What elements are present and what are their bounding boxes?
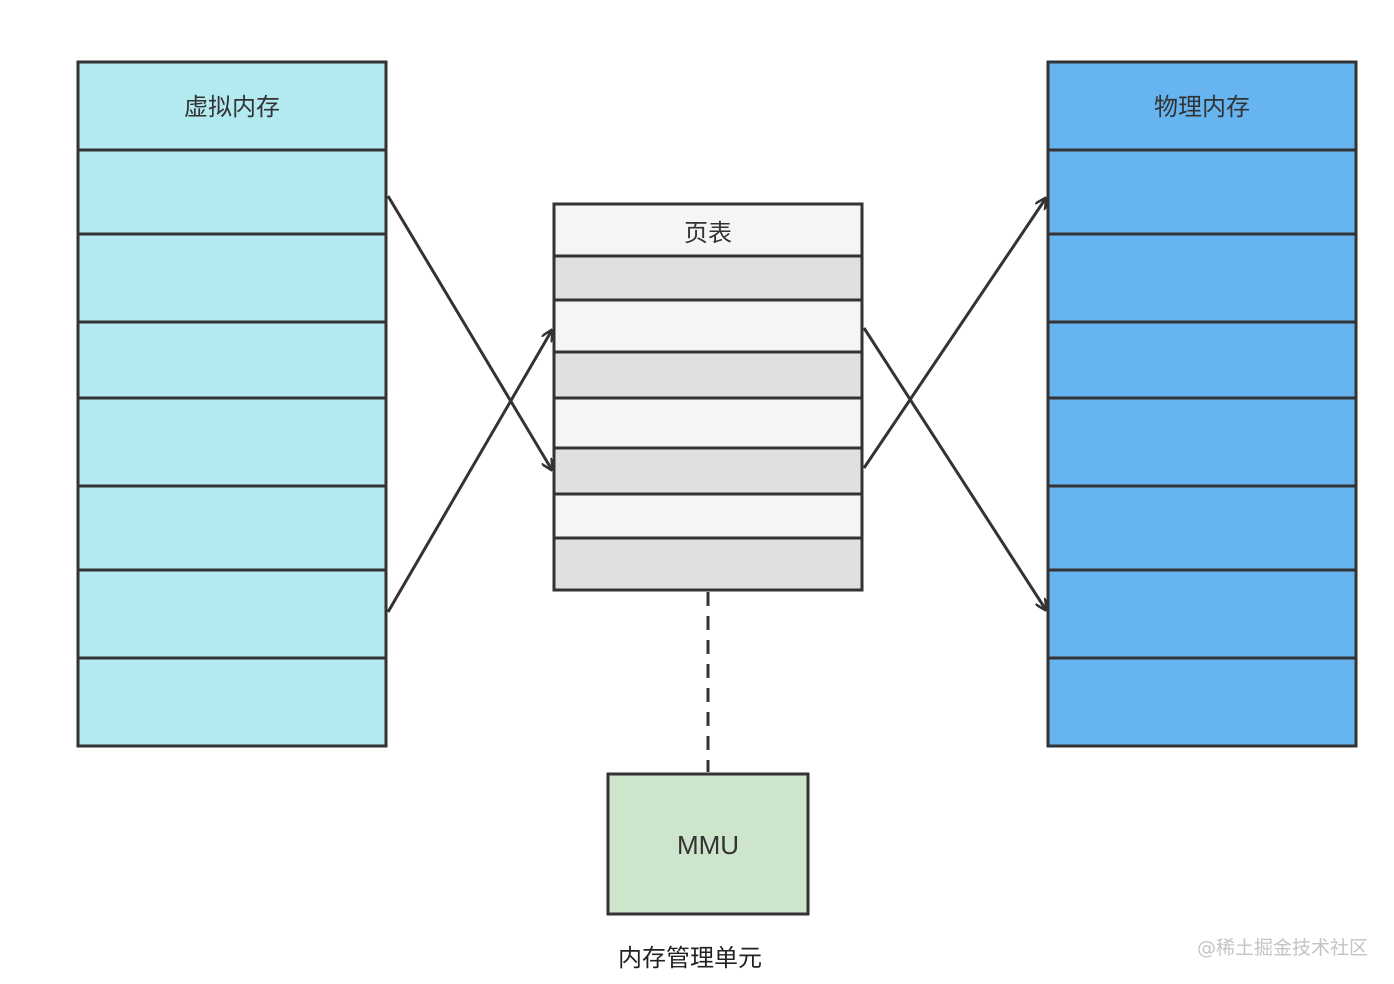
physical-memory-slot-3 (1046, 320, 1358, 400)
physical-memory-slot-4 (1046, 396, 1358, 488)
virtual-memory-title: 虚拟内存 (184, 93, 280, 121)
physical-memory-slot-7 (1046, 656, 1358, 748)
page-table-row-1 (552, 254, 864, 302)
mmu-label: MMU (677, 830, 739, 860)
virtual-memory-header-cell (76, 60, 388, 152)
virtual-memory-slot-4 (76, 396, 388, 488)
page-table-row-7 (552, 536, 864, 592)
virtual-memory-slot-1 (76, 148, 388, 236)
physical-memory-title: 物理内存 (1154, 93, 1250, 121)
page-table-row-4 (552, 396, 864, 450)
page-table-row-5 (552, 446, 864, 496)
physical-memory-slot-5 (1046, 484, 1358, 572)
page-table-title: 页表 (684, 219, 732, 247)
mmu-box: MMU (606, 772, 810, 916)
virtual-memory-slot-6 (76, 568, 388, 660)
physical-memory-column: 物理内存 (1046, 60, 1358, 748)
mmu-box-shape (606, 772, 810, 916)
virtual-memory-slot-5 (76, 484, 388, 572)
page-table-to-physical-arrow-2 (862, 327, 1046, 610)
virtual-memory-slot-3 (76, 320, 388, 400)
virtual-to-page-table-arrow-1 (386, 195, 552, 470)
page-table-column: 页表 (552, 202, 864, 592)
page-table-row-6 (552, 492, 864, 540)
watermark: @稀土掘金技术社区 (1197, 937, 1368, 959)
virtual-memory-slot-2 (76, 232, 388, 324)
page-table-row-2 (552, 298, 864, 354)
physical-memory-slot-6 (1046, 568, 1358, 660)
page-table-row-3 (552, 350, 864, 400)
virtual-to-page-table-arrow-2 (386, 330, 552, 613)
virtual-memory-slot-7 (76, 656, 388, 748)
virtual-memory-column: 虚拟内存 (76, 60, 388, 748)
physical-memory-slot-1 (1046, 148, 1358, 236)
mmu-caption: 内存管理单元 (618, 944, 762, 972)
physical-memory-slot-2 (1046, 232, 1358, 324)
page-table-to-physical-arrow-1 (862, 198, 1046, 469)
